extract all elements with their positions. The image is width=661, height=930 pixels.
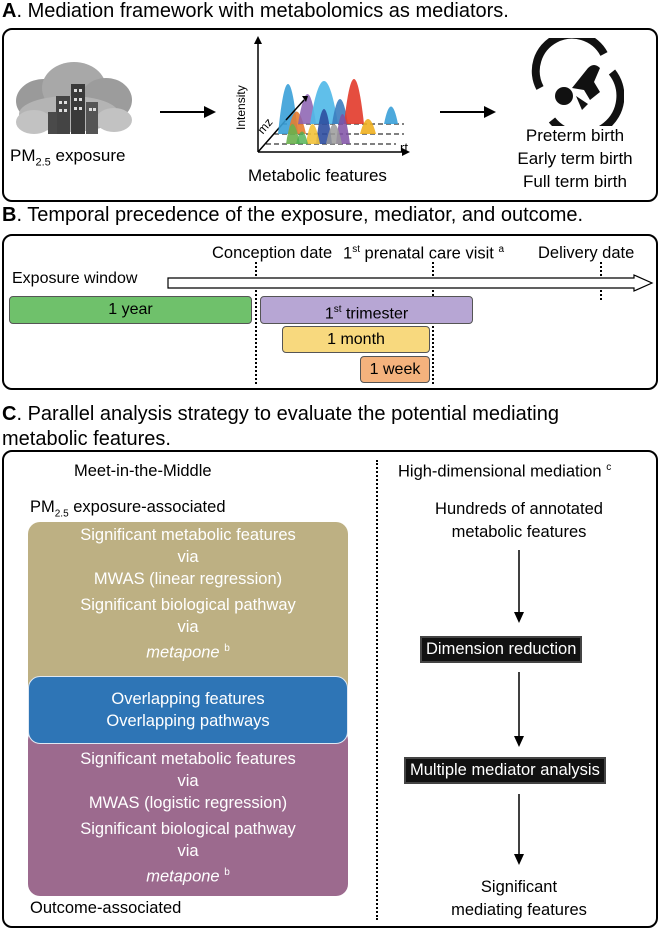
outcome-full-term: Full term birth [523,172,627,191]
plot-rt-label: rt [400,140,408,155]
section-a-title: A. Mediation framework with metabolomics… [2,0,509,22]
arrow-down-icon [514,794,524,865]
prenatal-visit-label: 1st prenatal care visit a [343,244,505,263]
arrow-right-icon [160,106,216,118]
overlap-block: Overlapping features Overlapping pathway… [28,676,348,744]
section-a-panel [2,28,658,202]
section-b-title: B. Temporal precedence of the exposure, … [2,204,584,226]
multiple-mediator-step: Multiple mediator analysis [404,757,606,784]
outcome-list: Preterm birth Early term birth Full term… [500,124,650,193]
birth-icon [531,38,624,126]
section-c-title: C. Parallel analysis strategy to evaluat… [2,403,559,450]
section-c-panel [2,450,658,928]
delivery-date-label: Delivery date [538,244,635,262]
exposure-window-label: Exposure window [12,270,138,287]
exposure-label: PM2.5 exposure [10,146,126,169]
conception-date-label: Conception date [212,244,333,262]
exposure-associated-label: PM2.5 exposure-associated [30,498,226,520]
outcome-early-term: Early term birth [517,149,633,168]
arrow-down-icon [514,672,524,747]
right-heading: High-dimensional mediation c [398,462,612,481]
smog-city-icon [16,62,132,134]
bar-1-week: 1 week [360,356,430,383]
outcome-associated-label: Outcome-associated [30,899,182,917]
significant-mediating-text: Significant mediating features [451,878,587,919]
arrow-right-icon [440,106,496,118]
section-b-panel [2,234,658,390]
dimension-reduction-step: Dimension reduction [420,636,583,663]
exposure-block: Significant metabolic features via MWAS … [28,522,348,698]
left-heading: Meet-in-the-Middle [74,462,212,480]
conception-marker [255,262,257,384]
plot-caption: Metabolic features [248,166,387,185]
bar-1-month: 1 month [282,326,430,353]
exposure-window-arrow [167,274,654,292]
bar-1-year: 1 year [9,296,252,324]
arrow-down-icon [514,550,524,623]
bar-1st-trimester: 1st trimester [260,296,473,324]
strategy-divider [376,460,378,920]
outcome-preterm: Preterm birth [525,126,625,145]
metabolic-features-plot [254,36,410,156]
annotated-features-text: Hundreds of annotated metabolic features [435,500,603,541]
